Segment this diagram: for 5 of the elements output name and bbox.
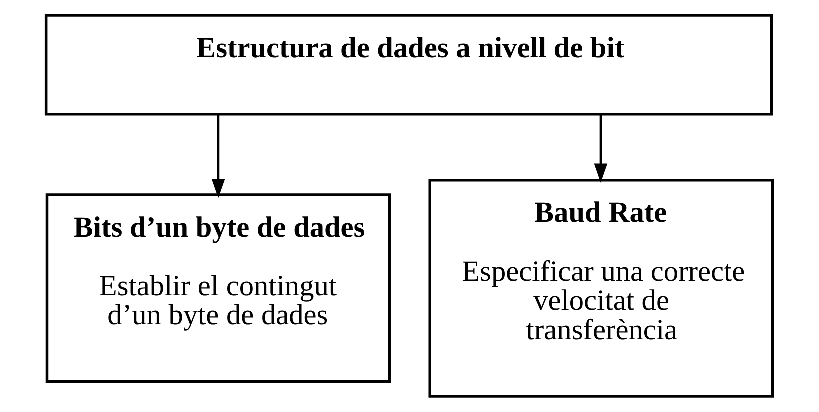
arrow (212, 114, 226, 198)
arrow (594, 114, 608, 183)
node-box: Baud Rate Especificar una correcte velocitat de transferència (428, 178, 774, 398)
node-box: Estructura de dades a nivell de bit (44, 14, 774, 116)
node-box: Bits d’un byte de dades Establir el contingut d’un byte de dades (46, 194, 392, 384)
